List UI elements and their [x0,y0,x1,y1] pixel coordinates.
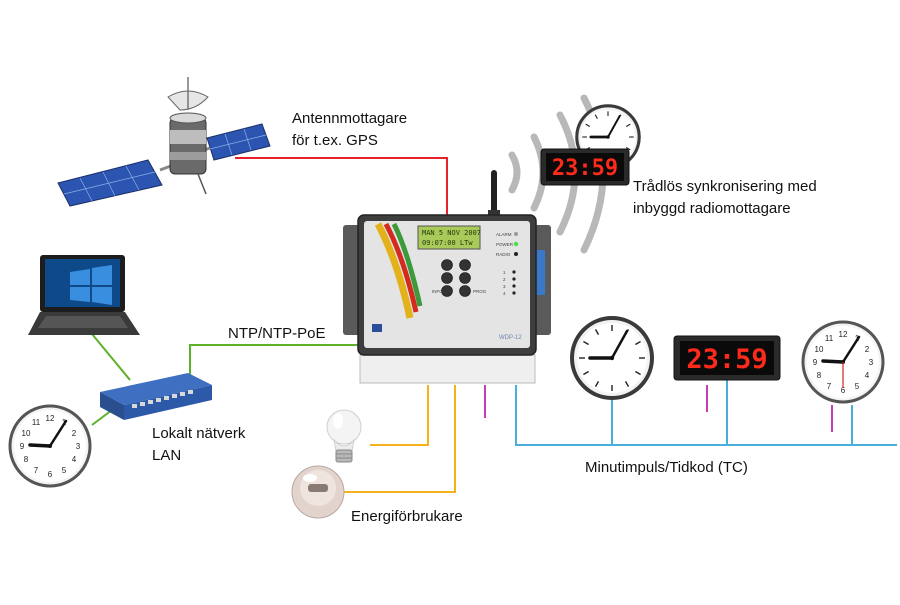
power-label: POWER [496,242,514,247]
wireless-label-line-2: inbyggd radiomottagare [633,200,791,217]
light-bulb-icon [326,409,362,463]
info-button-label: INFO [432,289,443,294]
lan-label-line-1: Lokalt nätverk [152,425,246,442]
master-clock-button-3[interactable] [441,272,453,284]
laptop-icon [28,255,140,335]
alarm-label: ALARM [496,232,512,237]
timecode-display-time: 23:59 [686,344,767,375]
lcd-line-1: MAN 5 NOV 2007 [422,229,481,237]
ntp-label: NTP/NTP-PoE [228,325,326,342]
antenna-label-line-2: för t.ex. GPS [292,132,378,149]
lamp-energy-line [343,385,456,493]
power-led [513,241,519,247]
line-1-label: 1 [503,270,506,275]
energy-label: Energiförbrukare [351,508,463,525]
timecode-digital-display-icon: 23:59 [673,335,781,381]
wireless-label-line-1: Trådlös synkronisering med [633,178,817,195]
line-2-label: 2 [503,277,506,282]
master-clock-button-5[interactable] [441,285,453,297]
model-label: WDP-12 [499,335,522,341]
radio-label: RADIO [496,252,511,257]
brand-logo-icon [372,324,382,332]
ntp-network-line [189,344,358,375]
ceiling-lamp-icon [291,465,345,519]
timecode-bus-line [515,385,897,446]
master-clock-button-2[interactable] [459,259,471,271]
antenna-label-line-1: Antennmottagare [292,110,408,127]
radio-led [514,252,518,256]
line-4-label: 4 [503,291,506,296]
bulb-energy-line [370,385,429,446]
wireless-display-time: 23:59 [552,156,618,181]
satellite-icon [57,77,271,207]
lan-analog-clock-icon [8,404,92,488]
alarm-led [514,232,518,236]
network-switch-icon [100,373,212,420]
clock-network-line [91,409,113,426]
master-clock-button-4[interactable] [459,272,471,284]
lcd-line-2: 09:07:00 LTw [422,239,473,247]
prog-button-label: PROG [473,289,487,294]
antenna-connection-line [235,157,448,215]
laptop-network-line [91,333,131,381]
wireless-digital-display-icon: 23:59 [540,148,630,186]
master-clock-button-1[interactable] [441,259,453,271]
timecode-numbered-clock-icon [801,320,885,404]
master-clock-button-6[interactable] [459,285,471,297]
timecode-analog-clock-icon [570,316,654,400]
lan-label-line-2: LAN [152,447,182,464]
line-3-label: 3 [503,284,506,289]
master-clock-unit: MAN 5 NOV 2007 09:07:00 LTw INFO PROG AL… [343,214,551,384]
antenna-icon [488,170,500,218]
timecode-label: Minutimpuls/Tidkod (TC) [585,459,748,476]
